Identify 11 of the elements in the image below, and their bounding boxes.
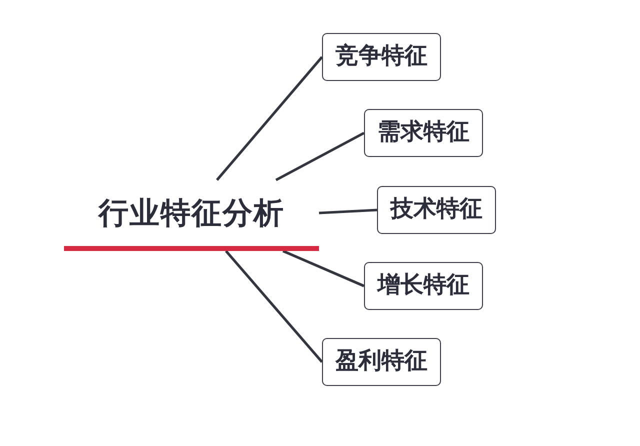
- connector-line: [318, 208, 378, 214]
- topic-box: 竞争特征: [322, 33, 441, 81]
- topic-box: 盈利特征: [322, 338, 441, 386]
- connector-line: [225, 250, 323, 363]
- connector-line: [282, 250, 365, 288]
- connector-line: [216, 56, 323, 181]
- connector-line: [275, 132, 365, 182]
- topic-box: 增长特征: [364, 262, 483, 310]
- topic-box: 技术特征: [377, 186, 496, 234]
- central-topic: 行业特征分析: [64, 180, 319, 251]
- topic-box: 需求特征: [364, 109, 483, 157]
